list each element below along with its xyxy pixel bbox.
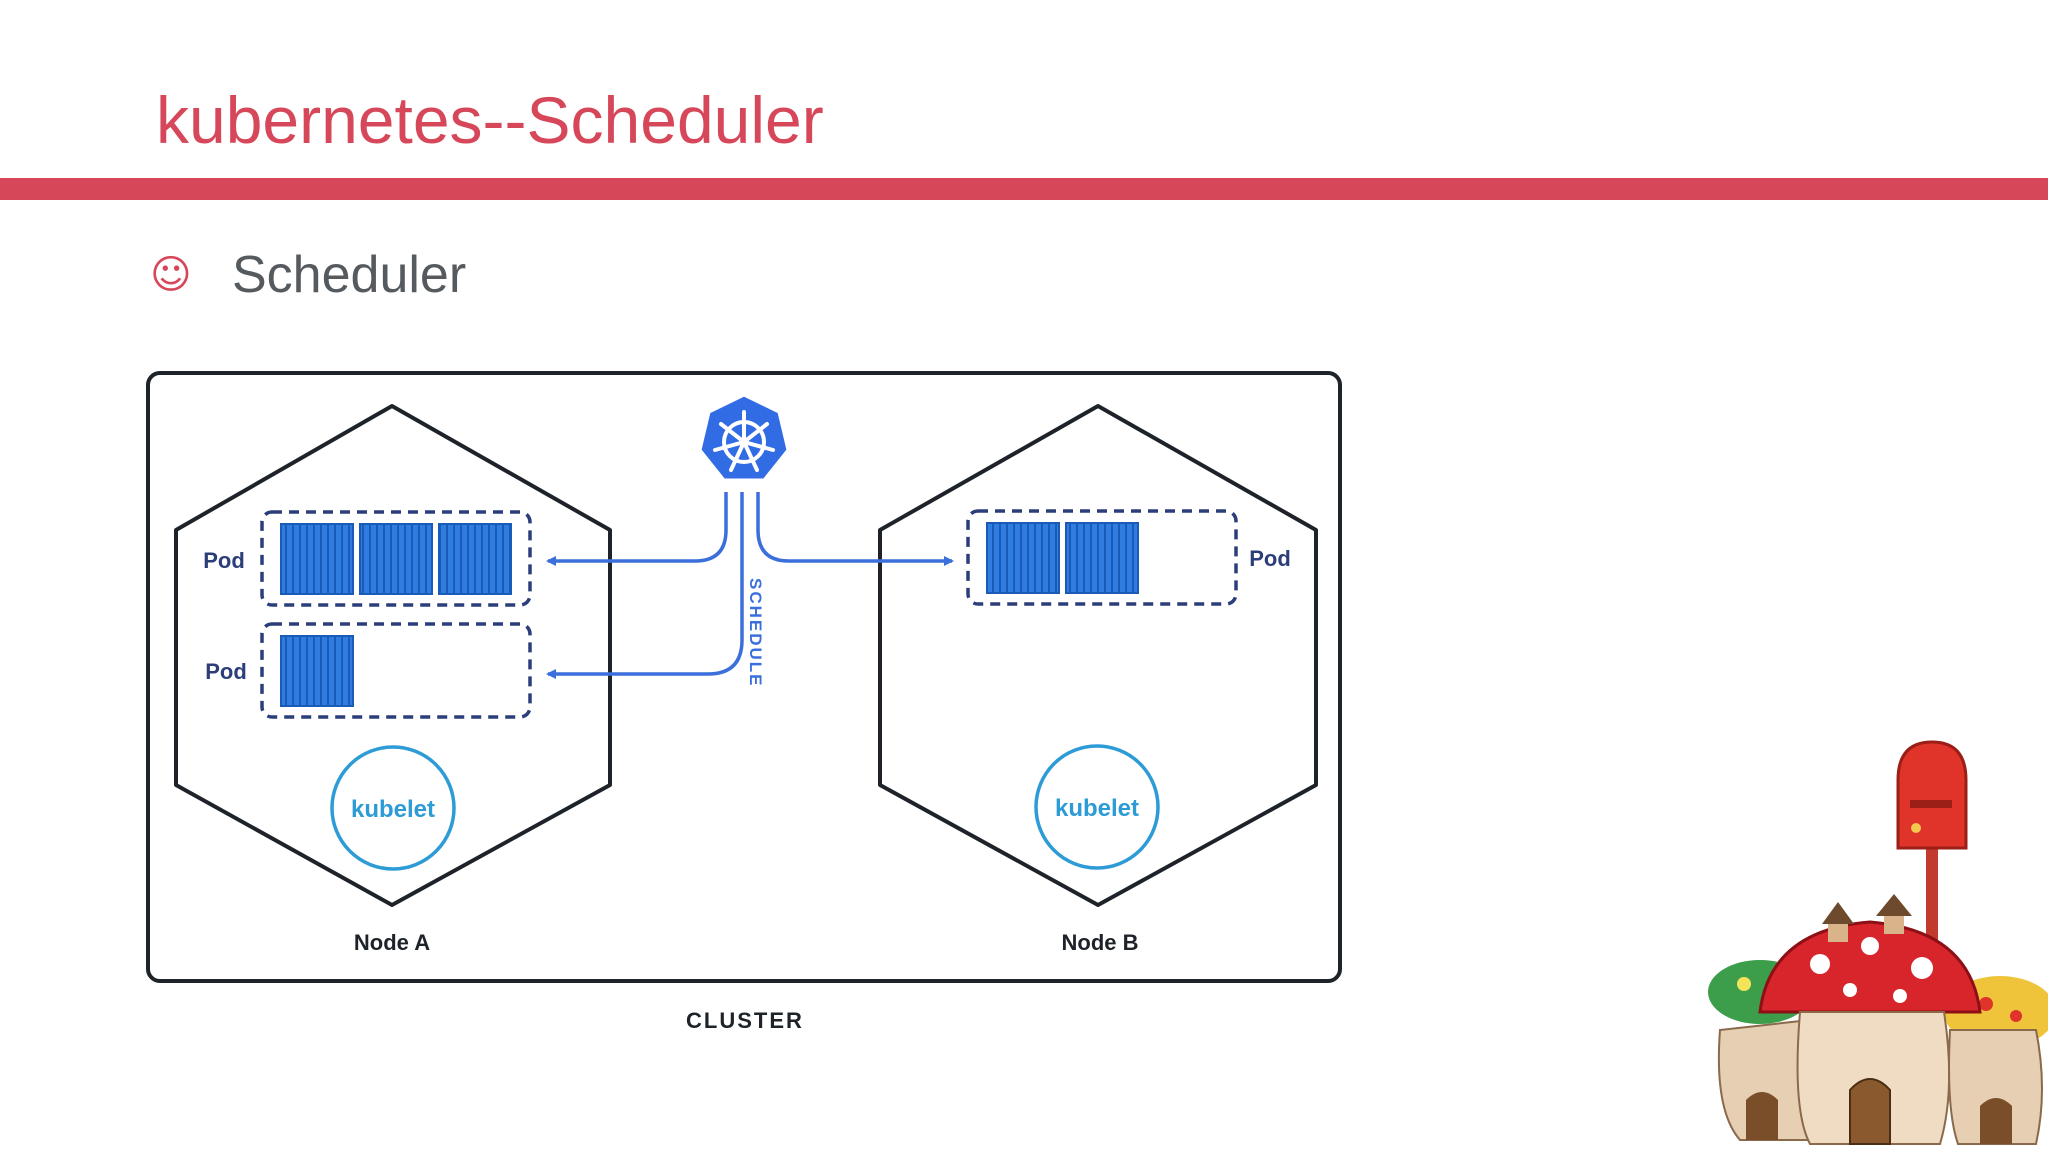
- title-divider: [0, 178, 2048, 200]
- container-icon: [1065, 522, 1139, 594]
- bullet-item: ☺ Scheduler: [150, 240, 466, 310]
- node-b-label: Node B: [1062, 930, 1139, 955]
- container-icon: [438, 523, 512, 595]
- kubernetes-helm-icon: [698, 393, 790, 482]
- kubelet-circle: [330, 745, 456, 871]
- node-b: Pod kubelet Node B: [878, 404, 1318, 955]
- container-icon: [280, 635, 354, 707]
- smiley-icon: ☺: [150, 252, 192, 298]
- mushroom-houses-mailbox-illustration: [1708, 740, 2048, 1145]
- pod-label: Pod: [1249, 546, 1291, 571]
- pod-label: Pod: [205, 659, 247, 684]
- kubelet-label: kubelet: [351, 796, 435, 823]
- container-icon: [359, 523, 433, 595]
- arrow-to-pod-b1: [756, 492, 954, 566]
- pod-label: Pod: [203, 548, 245, 573]
- pod-b1-box: [966, 509, 1238, 606]
- container-icon: [280, 523, 354, 595]
- kubelet-circle: [1034, 744, 1160, 870]
- arrow-to-pod-a2: [546, 492, 744, 679]
- pod-a1-box: [260, 510, 532, 607]
- node-a-label: Node A: [354, 930, 430, 955]
- node-a: Pod Pod kubelet Node A: [174, 404, 612, 955]
- kubelet-label: kubelet: [1055, 795, 1139, 822]
- cluster-label: CLUSTER: [686, 1008, 804, 1033]
- container-icon: [986, 522, 1060, 594]
- slide-title: kubernetes--Scheduler: [156, 83, 824, 157]
- schedule-label: SCHEDULE: [746, 578, 765, 688]
- arrow-to-pod-a1: [546, 492, 728, 566]
- bullet-text: Scheduler: [232, 246, 467, 304]
- pod-a2-box: [260, 622, 532, 719]
- schedule-arrows: [546, 492, 954, 679]
